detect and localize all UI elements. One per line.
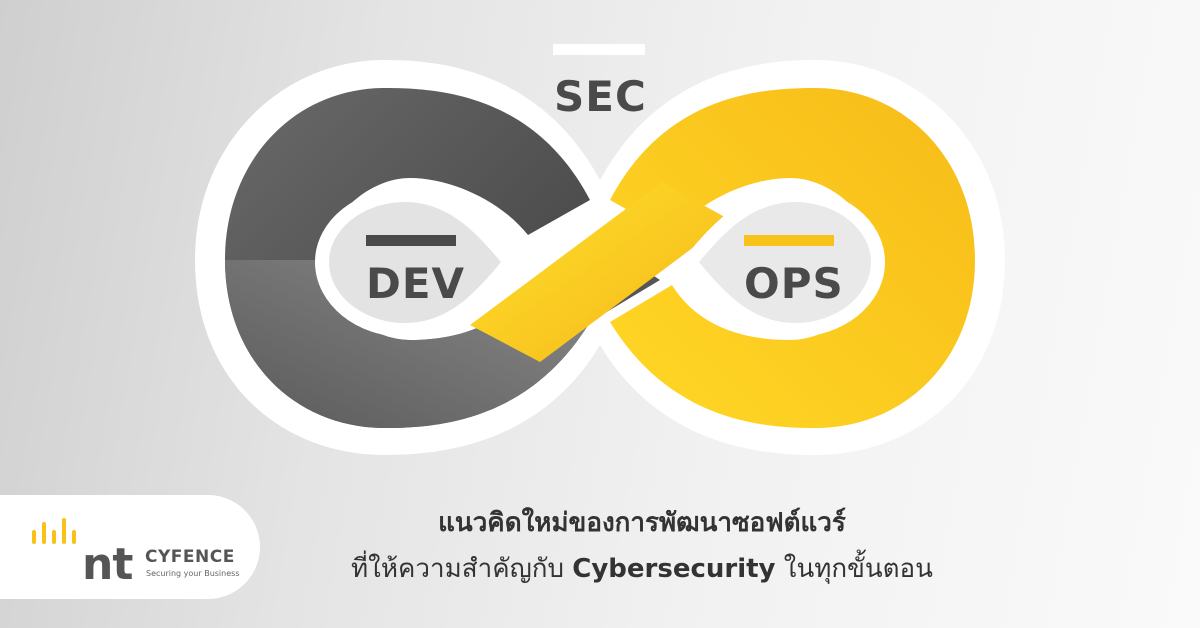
caption-line-2-suffix: ในทุกขั้นตอน bbox=[775, 554, 933, 584]
caption-line-2-prefix: ที่ให้ความสำคัญกับ bbox=[351, 554, 573, 584]
dev-bar bbox=[366, 235, 456, 246]
inner-holes bbox=[314, 187, 886, 338]
ops-label: OPS bbox=[744, 259, 844, 308]
logo-card bbox=[0, 495, 260, 599]
crossover-yellow bbox=[470, 182, 730, 362]
ops-loop-shape bbox=[610, 88, 975, 428]
caption-line-1: แนวคิดใหม่ของการพัฒนาซอฟต์แวร์ bbox=[438, 508, 846, 538]
ops-bar bbox=[744, 235, 834, 246]
nt-signal-icon bbox=[32, 518, 76, 544]
sec-bar bbox=[553, 44, 645, 55]
dev-loop-lower-shade bbox=[225, 260, 590, 428]
logo-brand: CYFENCE bbox=[145, 547, 235, 567]
ops-loop bbox=[470, 88, 975, 428]
dev-label: DEV bbox=[366, 259, 466, 308]
sec-label: SEC bbox=[554, 72, 647, 121]
caption-line-2-emphasis: Cybersecurity bbox=[572, 554, 776, 584]
logo-tagline: Securing your Business bbox=[146, 569, 240, 578]
caption-line-2: ที่ให้ความสำคัญกับ Cybersecurity ในทุกขั… bbox=[262, 556, 1022, 582]
logo-mark: nt bbox=[82, 539, 133, 590]
